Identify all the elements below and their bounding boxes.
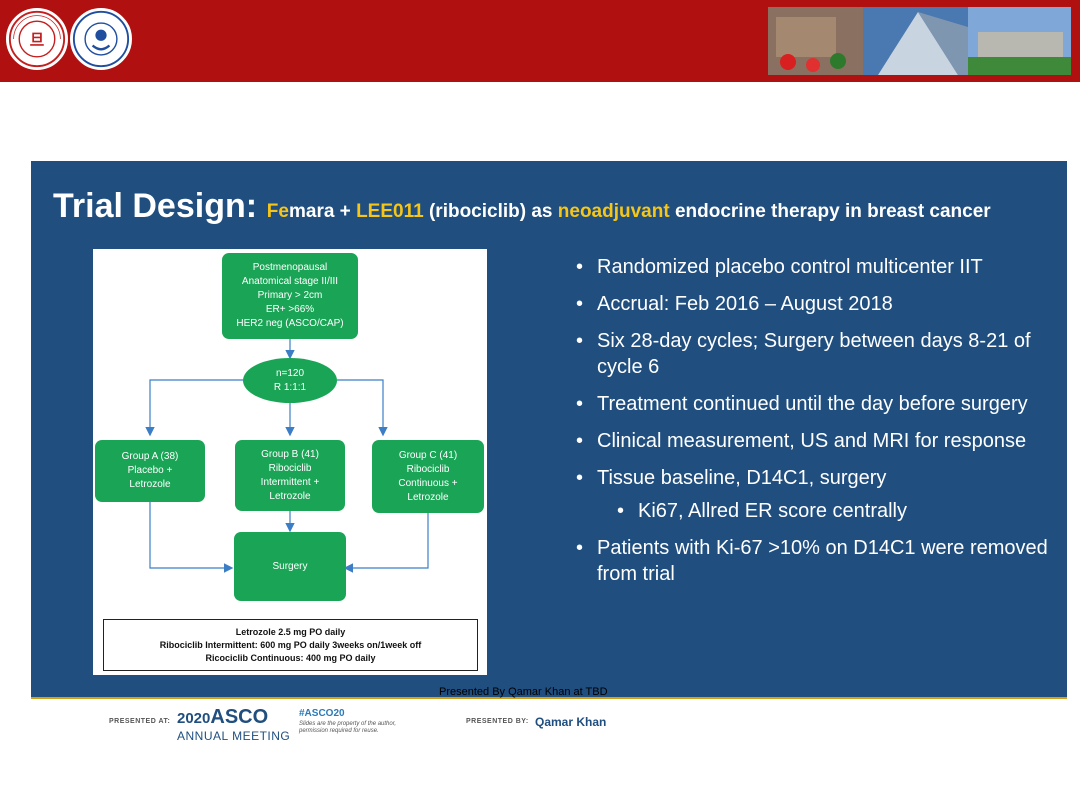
group-c-line: Group C (41) — [372, 449, 484, 463]
slides-disclaimer: Slides are the property of the author, p… — [299, 721, 409, 735]
randomization-n: n=120 — [243, 367, 337, 381]
presented-at-label: PRESENTED AT: — [109, 718, 170, 725]
asco-meeting: ANNUAL MEETING — [177, 730, 290, 743]
eligibility-line: Postmenopausal — [222, 261, 358, 275]
trial-flow-diagram: Postmenopausal Anatomical stage II/III P… — [93, 249, 487, 675]
group-c-line: Continuous + — [372, 477, 484, 491]
surgery-node: Surgery — [234, 532, 346, 601]
group-c-line: Letrozole — [372, 491, 484, 505]
title-lee01: LEE01 — [356, 201, 413, 222]
title-one: 1 — [413, 201, 424, 222]
presenter-name: Qamar Khan — [535, 715, 606, 729]
campus-buildings-image — [768, 7, 1071, 75]
group-b-line: Ribociclib — [235, 462, 345, 476]
legend-line: Ribociclib Intermittent: 600 mg PO daily… — [104, 639, 477, 652]
group-a-line: Letrozole — [95, 478, 205, 492]
randomization-ratio: R 1:1:1 — [243, 381, 337, 395]
group-a-node: Group A (38) Placebo + Letrozole — [95, 440, 205, 502]
group-b-line: Letrozole — [235, 490, 345, 504]
bullet-item: Tissue baseline, D14C1, surgery — [574, 465, 1059, 491]
presenter-watermark: Presented By Qamar Khan at TBD — [439, 686, 608, 698]
header-banner: 旦 — [0, 0, 1080, 82]
slide-title: Trial Design: Femara + LEE011 (ribocicli… — [53, 187, 1063, 226]
asco-year: 2020 — [177, 710, 210, 727]
eligibility-line: HER2 neg (ASCO/CAP) — [222, 317, 358, 331]
group-b-node: Group B (41) Ribociclib Intermittent + L… — [235, 440, 345, 511]
group-c-node: Group C (41) Ribociclib Continuous + Let… — [372, 440, 484, 513]
svg-text:旦: 旦 — [30, 31, 45, 49]
eligibility-line: Primary > 2cm — [222, 289, 358, 303]
hashtag: #ASCO20 — [299, 708, 345, 719]
title-ribo: (ribociclib) as — [424, 201, 558, 222]
randomization-node: n=120 R 1:1:1 — [243, 358, 337, 403]
fudan-university-seal-icon: 旦 — [6, 8, 68, 70]
bullet-item: Patients with Ki-67 >10% on D14C1 were r… — [574, 535, 1059, 587]
cancer-center-seal-icon — [70, 8, 132, 70]
eligibility-line: Anatomical stage II/III — [222, 275, 358, 289]
slide-panel: Trial Design: Femara + LEE011 (ribocicli… — [31, 161, 1067, 697]
title-main: Trial Design: — [53, 187, 257, 225]
legend-line: Letrozole 2.5 mg PO daily — [104, 626, 477, 639]
group-c-line: Ribociclib — [372, 463, 484, 477]
surgery-label: Surgery — [234, 560, 346, 574]
bullet-item: Accrual: Feb 2016 – August 2018 — [574, 291, 1059, 317]
bullet-item: Clinical measurement, US and MRI for res… — [574, 428, 1059, 454]
dosing-legend: Letrozole 2.5 mg PO daily Ribociclib Int… — [103, 619, 478, 671]
presented-by-label: PRESENTED BY: — [466, 718, 529, 725]
title-neoadjuvant: neoadjuvant — [558, 201, 670, 222]
eligibility-node: Postmenopausal Anatomical stage II/III P… — [222, 253, 358, 339]
group-b-line: Intermittent + — [235, 476, 345, 490]
title-fe: Fe — [267, 201, 289, 222]
sub-bullet-item: Ki67, Allred ER score centrally — [574, 498, 1059, 524]
group-a-line: Placebo + — [95, 464, 205, 478]
design-bullet-list: Randomized placebo control multicenter I… — [574, 254, 1059, 598]
legend-line: Ricociclib Continuous: 400 mg PO daily — [104, 652, 477, 665]
bullet-item: Randomized placebo control multicenter I… — [574, 254, 1059, 280]
asco-name: ASCO — [210, 706, 268, 728]
asco-annual-meeting-logo: 2020ASCO ANNUAL MEETING — [177, 706, 290, 743]
eligibility-line: ER+ >66% — [222, 303, 358, 317]
group-a-line: Group A (38) — [95, 450, 205, 464]
bullet-item: Treatment continued until the day before… — [574, 391, 1059, 417]
group-b-line: Group B (41) — [235, 448, 345, 462]
title-rest: endocrine therapy in breast cancer — [670, 201, 991, 222]
title-subtitle: Femara + LEE011 (ribociclib) as neoadjuv… — [262, 201, 991, 222]
bullet-item: Six 28-day cycles; Surgery between days … — [574, 328, 1059, 380]
title-mara: mara + — [289, 201, 356, 222]
